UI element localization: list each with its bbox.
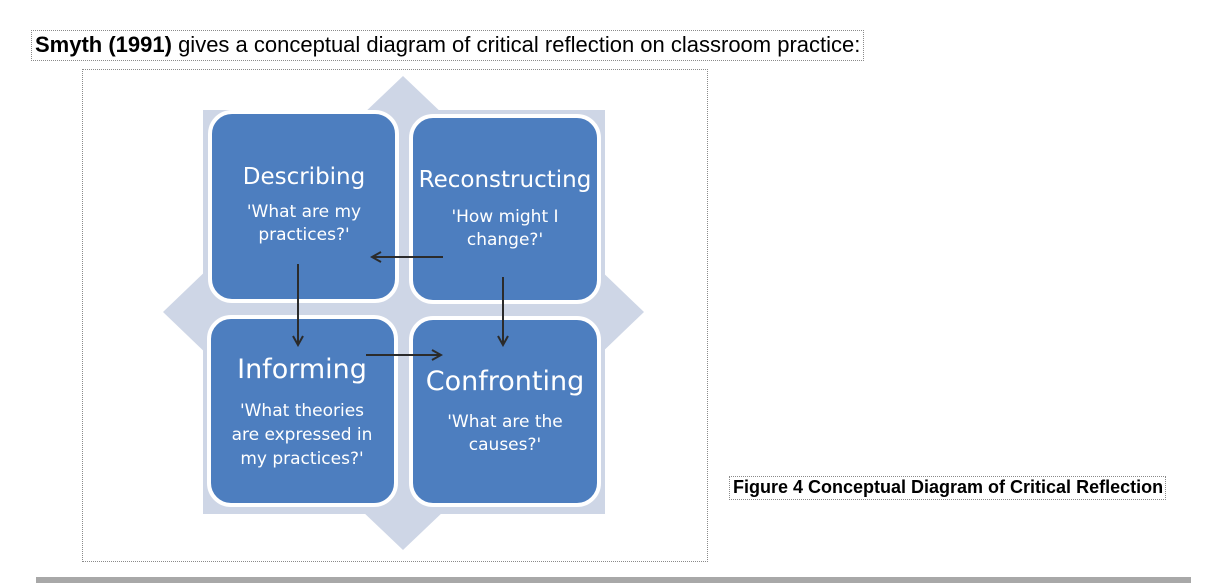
reconstructing-title: Reconstructing	[419, 167, 592, 193]
critical-reflection-diagram: Describing 'What are my practices?' Reco…	[163, 76, 644, 550]
describing-title: Describing	[243, 164, 366, 190]
intro-sentence: Smyth (1991) gives a conceptual diagram …	[31, 30, 865, 61]
figure-frame: Describing 'What are my practices?' Reco…	[82, 69, 708, 562]
background-arrow-left	[163, 264, 213, 360]
reconstructing-line-2: change?'	[467, 230, 543, 250]
background-arrow-up	[361, 76, 445, 116]
informing-line-3: my practices?'	[240, 449, 363, 469]
figure-caption: Figure 4 Conceptual Diagram of Critical …	[729, 476, 1167, 500]
background-arrow-down	[361, 510, 445, 550]
describing-line-2: practices?'	[258, 225, 349, 245]
citation: Smyth (1991)	[35, 32, 172, 57]
background-arrow-right	[594, 264, 644, 360]
bottom-divider	[36, 577, 1191, 583]
intro-text: gives a conceptual diagram of critical r…	[171, 32, 861, 57]
confronting-line-1: 'What are the	[447, 412, 563, 432]
confronting-title: Confronting	[426, 366, 584, 397]
confronting-line-2: causes?'	[469, 435, 541, 455]
informing-box: Informing 'What theories are expressed i…	[207, 315, 398, 507]
reconstructing-line-1: 'How might I	[451, 207, 558, 227]
reconstructing-box: Reconstructing 'How might I change?'	[409, 114, 601, 304]
confronting-box: Confronting 'What are the causes?'	[409, 316, 601, 507]
describing-box: Describing 'What are my practices?'	[208, 110, 399, 303]
informing-line-2: are expressed in	[232, 425, 373, 445]
informing-title: Informing	[237, 354, 367, 385]
describing-line-1: 'What are my	[247, 202, 361, 222]
informing-line-1: 'What theories	[240, 401, 364, 421]
